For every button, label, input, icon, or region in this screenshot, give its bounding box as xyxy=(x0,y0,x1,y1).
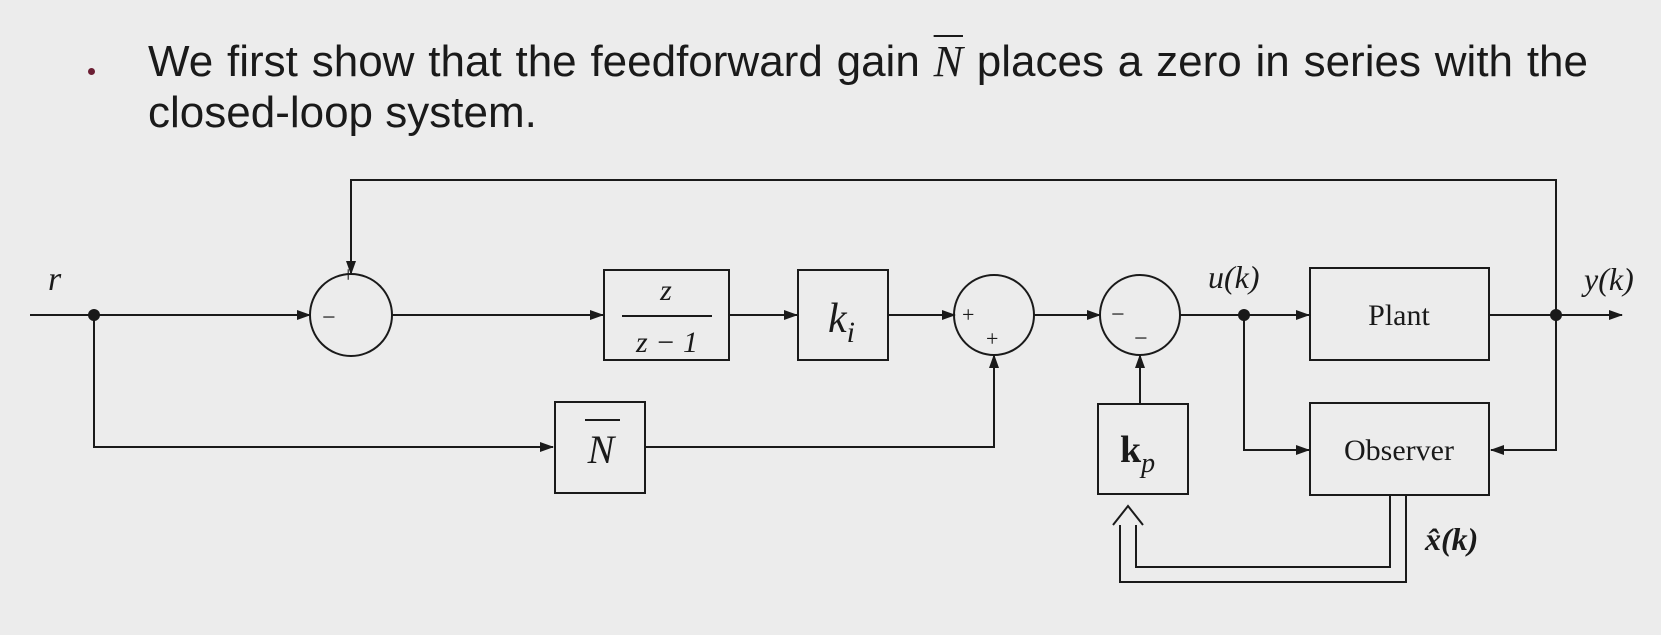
tf-block xyxy=(603,269,730,361)
wire-xhat-vector-outer xyxy=(1119,495,1407,583)
tf-denominator: z − 1 xyxy=(635,326,698,359)
output-label: y(k) xyxy=(1581,261,1634,297)
ki-label: ki xyxy=(828,296,855,349)
observer-block xyxy=(1309,402,1490,496)
kp-label: kp xyxy=(1120,429,1155,479)
junction-dot-u xyxy=(1238,309,1250,321)
junction-dot-y xyxy=(1550,309,1562,321)
wire-xhat-vector xyxy=(1135,495,1391,568)
nbar-block xyxy=(554,401,646,494)
wire-nbar-to-sum2 xyxy=(645,354,999,448)
junction-dot-r xyxy=(88,309,100,321)
plant-label: Plant xyxy=(1368,299,1430,332)
kp-sub: p xyxy=(1139,448,1155,479)
sum1-sign-top: + xyxy=(342,262,354,287)
ki-sub: i xyxy=(847,316,855,349)
wire-y-to-observer xyxy=(1490,315,1557,455)
sum3-sign-left: − xyxy=(1111,302,1125,328)
bullet-text-before: We first show that the feedforward gain xyxy=(148,37,934,86)
plant-block xyxy=(1309,267,1490,361)
observer-label: Observer xyxy=(1344,434,1454,467)
kp-main: k xyxy=(1120,429,1142,471)
kp-block xyxy=(1097,403,1189,495)
sum1-sign-left: − xyxy=(322,305,336,331)
bullet-text-after: places a zero in series with the closed-… xyxy=(148,37,1588,137)
wire-r-to-nbar xyxy=(93,315,554,452)
bullet-text: We first show that the feedforward gain … xyxy=(148,36,1588,138)
sum3-sign-bottom: − xyxy=(1134,326,1148,352)
wire-u-to-observer xyxy=(1243,315,1310,455)
sum2-sign-left: + xyxy=(962,302,974,327)
tf-numerator: z xyxy=(659,274,672,307)
nbar-label: N xyxy=(587,427,617,472)
bullet-row: We first show that the feedforward gain … xyxy=(0,0,1661,160)
ki-main: k xyxy=(828,296,848,342)
wire-y-feedback xyxy=(346,179,1557,315)
sum-junction-1 xyxy=(309,273,393,357)
estimate-label: x̂(k) xyxy=(1424,521,1478,557)
nbar-inline: N xyxy=(933,37,963,86)
input-label: r xyxy=(48,261,62,298)
sum2-sign-bottom: + xyxy=(986,326,998,351)
xhat-hollow-arrow xyxy=(1112,504,1144,526)
ki-block xyxy=(797,269,889,361)
sum-junction-2 xyxy=(953,274,1035,356)
bullet-icon xyxy=(88,68,95,75)
control-label: u(k) xyxy=(1208,259,1260,295)
sum-junction-3 xyxy=(1099,274,1181,356)
